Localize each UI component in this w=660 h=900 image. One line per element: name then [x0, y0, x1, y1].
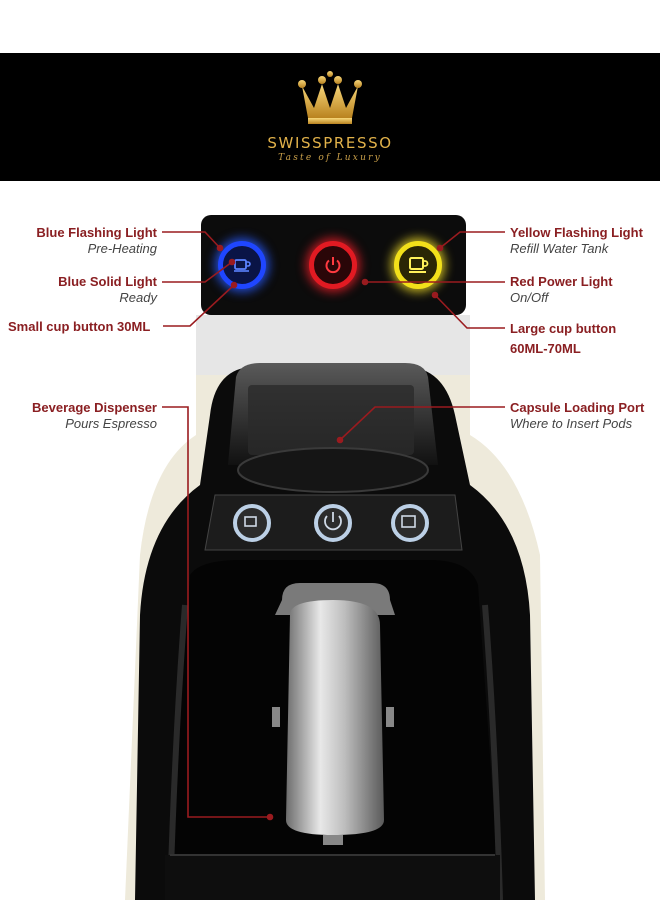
small-cup-button[interactable] — [218, 241, 266, 289]
beverage-dispenser-subtitle: Pours Espresso — [65, 416, 157, 431]
yellow-flashing-subtitle: Refill Water Tank — [510, 241, 609, 256]
blue-flashing-subtitle: Pre-Heating — [87, 241, 157, 256]
red-power-subtitle: On/Off — [510, 290, 549, 305]
coffee-machine-illustration — [125, 315, 545, 900]
blue-solid-subtitle: Ready — [119, 290, 157, 305]
blue-flashing-title: Blue Flashing Light — [36, 225, 157, 240]
small-cup-title: Small cup button 30ML — [8, 319, 151, 334]
large-cup-title: Large cup button — [510, 321, 617, 336]
red-power-title: Red Power Light — [510, 274, 613, 289]
power-icon — [325, 257, 341, 274]
brand-tagline: Taste of Luxury — [278, 153, 382, 163]
blue-solid-title: Blue Solid Light — [58, 274, 157, 289]
cup-icon — [234, 259, 251, 272]
cup-icon — [409, 257, 429, 273]
capsule-port-subtitle: Where to Insert Pods — [510, 416, 633, 431]
yellow-flashing-title: Yellow Flashing Light — [510, 225, 643, 240]
brand-name: SWISSPRESSO — [267, 134, 393, 152]
capsule-port-title: Capsule Loading Port — [510, 400, 645, 415]
power-button[interactable] — [309, 241, 357, 289]
crown-logo-icon — [298, 71, 362, 124]
large-cup-subtitle: 60ML-70ML — [510, 341, 581, 356]
large-cup-button[interactable] — [394, 241, 442, 289]
beverage-dispenser-title: Beverage Dispenser — [31, 400, 157, 415]
